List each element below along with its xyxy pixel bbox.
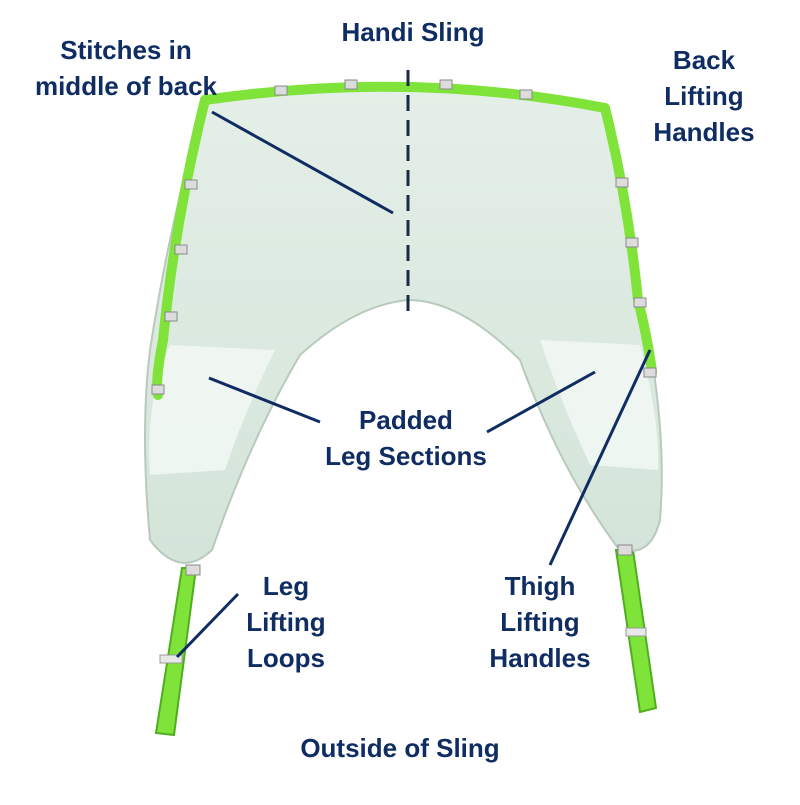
leader-padded-right xyxy=(486,370,596,434)
padded-line-2: Leg Sections xyxy=(325,441,487,471)
back-handles-line-2: Lifting xyxy=(664,81,744,111)
left-loop-buckle xyxy=(159,654,183,664)
title-text: Handi Sling xyxy=(341,17,485,47)
leader-lines xyxy=(175,110,652,659)
leader-padded-left xyxy=(208,376,321,424)
leader-thigh xyxy=(548,349,652,566)
thigh-handles-line-1: Thigh xyxy=(504,571,576,601)
thigh-handles-line-3: Handles xyxy=(489,643,591,673)
back-handles-line-1: Back xyxy=(672,45,736,75)
leg-loops-line-1: Leg xyxy=(262,571,310,601)
leader-leg-loops xyxy=(175,592,240,659)
padded-line-1: Padded xyxy=(359,405,453,435)
left-side-strap xyxy=(152,95,210,400)
padded-label: Padded Leg Sections xyxy=(302,402,510,474)
leg-loops-line-2: Lifting xyxy=(246,607,326,637)
leg-loops-label: Leg Lifting Loops xyxy=(228,568,344,676)
top-strap-edge xyxy=(200,81,610,113)
thigh-handles-label: Thigh Lifting Handles xyxy=(470,568,610,676)
right-loop-buckle xyxy=(625,627,647,637)
footer-text: Outside of Sling xyxy=(300,733,500,763)
footer-label: Outside of Sling xyxy=(260,730,540,766)
title-label: Handi Sling xyxy=(300,14,526,50)
left-leg-strap xyxy=(154,567,198,737)
right-side-strap xyxy=(600,103,657,377)
back-handles-label: Back Lifting Handles xyxy=(636,42,772,150)
stitches-line-1: Stitches in xyxy=(60,35,192,65)
leg-loops-line-3: Loops xyxy=(247,643,325,673)
leader-stitches xyxy=(211,110,394,215)
thigh-handles-line-2: Lifting xyxy=(500,607,580,637)
stitches-label: Stitches in middle of back xyxy=(18,32,234,104)
stitches-line-2: middle of back xyxy=(34,71,218,101)
left-padded-section xyxy=(149,345,275,475)
back-handles-line-3: Handles xyxy=(653,117,755,147)
right-padded-section xyxy=(540,340,659,470)
strap-stitch-boxes xyxy=(151,79,657,576)
